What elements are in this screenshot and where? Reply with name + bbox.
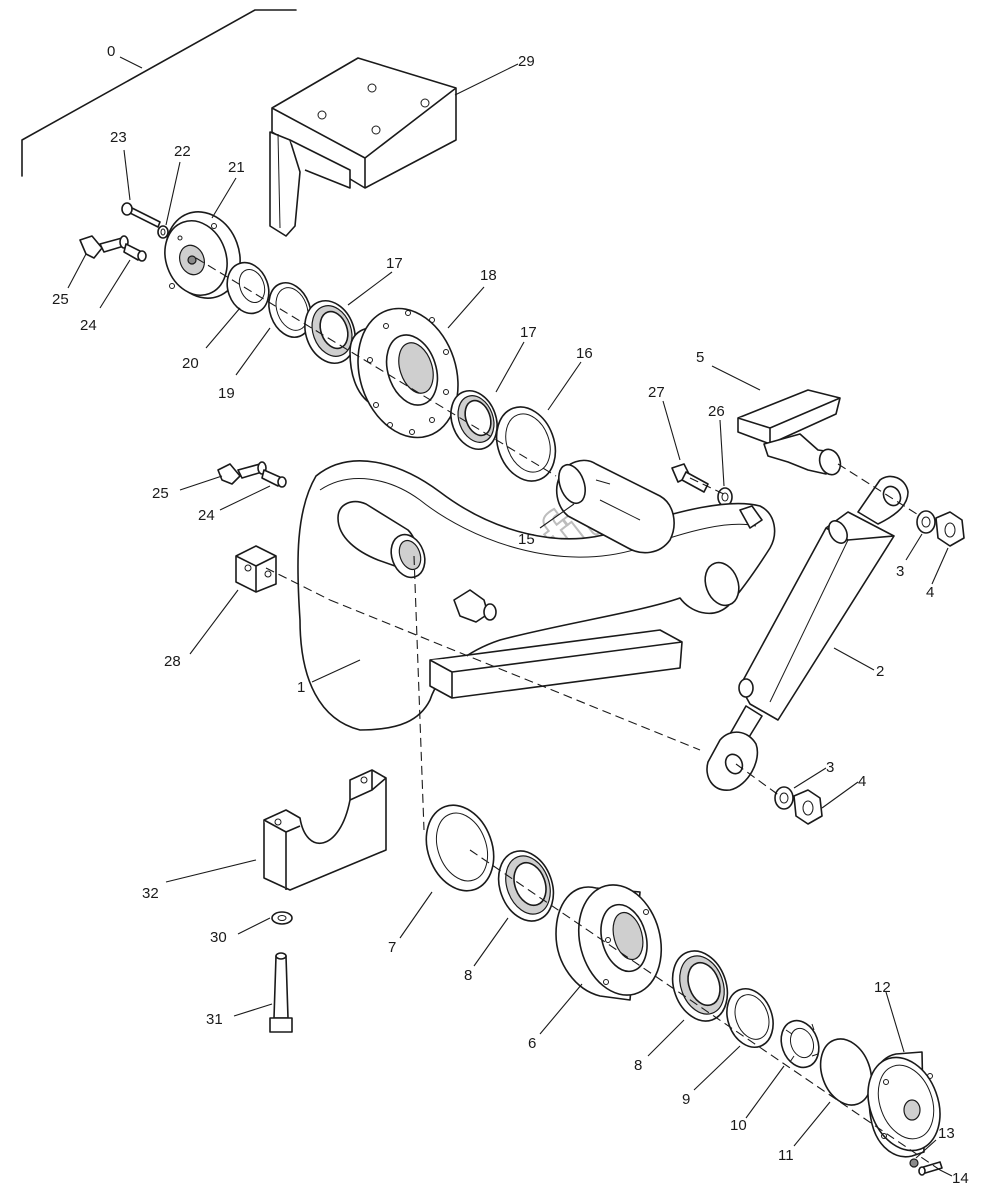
- bearing-17-lower: [450, 390, 498, 450]
- hub-18: [349, 307, 459, 439]
- callout-3-lower: 3: [826, 759, 834, 776]
- callout-14: 14: [952, 1170, 969, 1187]
- washer-3-lower: [774, 786, 794, 810]
- callout-32: 32: [142, 885, 159, 902]
- spacer-ring-20: [226, 261, 270, 315]
- nut-4-upper: [935, 511, 965, 547]
- callout-4-lower: 4: [858, 773, 866, 790]
- assembly-reference-line: [21, 9, 297, 177]
- callout-9: 9: [682, 1091, 690, 1108]
- hydraulic-cylinder-2: [706, 475, 909, 791]
- callout-21: 21: [228, 159, 245, 176]
- callout-25-mid: 25: [152, 485, 169, 502]
- callout-24-top: 24: [80, 317, 97, 334]
- callout-30: 30: [210, 929, 227, 946]
- callout-28: 28: [164, 653, 181, 670]
- callout-11: 11: [778, 1147, 794, 1164]
- roller-6: [555, 884, 663, 1001]
- nut-4-lower: [793, 789, 823, 825]
- bolt-23: [121, 202, 161, 228]
- leader-lines: [67, 56, 953, 1177]
- shim-9: [726, 988, 774, 1048]
- callout-23: 23: [110, 129, 127, 146]
- callout-20: 20: [182, 355, 199, 372]
- callout-8-upper: 8: [464, 967, 472, 984]
- mounting-bracket-29: [269, 57, 457, 237]
- block-28: [235, 545, 277, 593]
- callout-8-lower: 8: [634, 1057, 642, 1074]
- o-ring-11: [819, 1038, 873, 1106]
- washer-3-upper: [916, 510, 936, 534]
- callout-29: 29: [518, 53, 535, 70]
- washer-13: [909, 1158, 919, 1168]
- swing-arm-1: [297, 460, 776, 731]
- washer-30: [271, 911, 293, 925]
- bracket-5: [737, 389, 842, 476]
- callout-22: 22: [174, 143, 191, 160]
- callout-13: 13: [938, 1125, 955, 1142]
- bearing-8-lower: [671, 950, 729, 1022]
- callout-26: 26: [708, 403, 725, 420]
- grease-fitting-25-mid: [217, 461, 267, 485]
- callout-27: 27: [648, 384, 665, 401]
- callout-15: 15: [518, 531, 535, 548]
- callout-25-top: 25: [52, 291, 69, 308]
- end-cap-12: [867, 1051, 941, 1158]
- callout-24-mid: 24: [198, 507, 215, 524]
- callout-0: 0: [107, 43, 115, 60]
- callout-17-top: 17: [386, 255, 403, 272]
- screw-14: [918, 1161, 943, 1176]
- callout-2: 2: [876, 663, 884, 680]
- callout-5: 5: [696, 349, 704, 366]
- saddle-block-32: [263, 769, 387, 891]
- bearing-17-upper: [304, 300, 356, 364]
- callout-31: 31: [206, 1011, 223, 1028]
- callout-19: 19: [218, 385, 235, 402]
- callout-labels: 0 29 23 22 21 25 24 20 19 17 18 17 16 5 …: [52, 43, 969, 1187]
- slotted-nut-10: [780, 1019, 820, 1069]
- bearing-8-upper: [497, 850, 555, 922]
- callout-16: 16: [576, 345, 593, 362]
- bolt-31: [269, 952, 293, 1033]
- grease-fitting-25-top: [79, 235, 129, 259]
- callout-10: 10: [730, 1117, 747, 1134]
- bolt-27: [671, 463, 709, 493]
- washer-22: [157, 225, 169, 239]
- callout-1: 1: [297, 679, 305, 696]
- grease-nipple-24-top: [123, 243, 147, 262]
- callout-7: 7: [388, 939, 396, 956]
- callout-6: 6: [528, 1035, 536, 1052]
- seal-ring-7: [425, 804, 495, 892]
- grease-nipple-24-mid: [261, 469, 287, 488]
- pivot-pin-15: [555, 459, 675, 554]
- callout-4-upper: 4: [926, 584, 934, 601]
- callout-3-upper: 3: [896, 563, 904, 580]
- shim-ring-19: [268, 282, 312, 338]
- callout-17-mid: 17: [520, 324, 537, 341]
- cover-21: [164, 211, 241, 299]
- callout-18: 18: [480, 267, 497, 284]
- callout-12: 12: [874, 979, 891, 996]
- seal-ring-16: [495, 406, 557, 482]
- assembly-axes: [195, 257, 941, 1171]
